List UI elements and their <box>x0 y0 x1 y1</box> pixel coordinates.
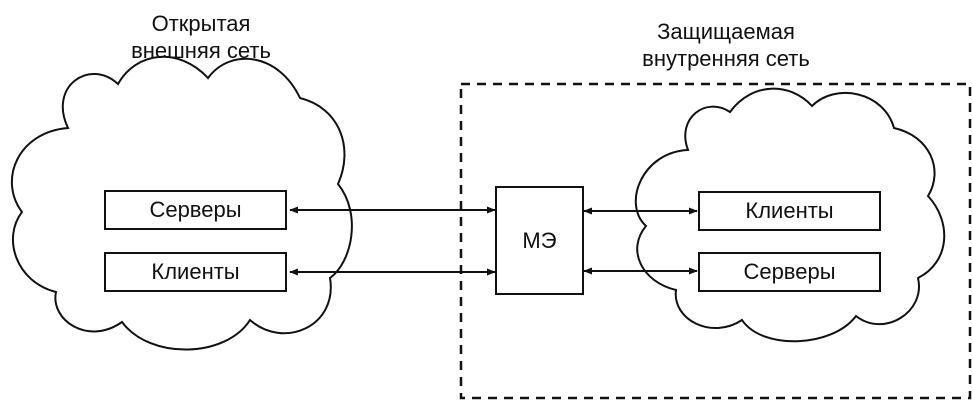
firewall-box: МЭ <box>495 186 584 295</box>
external-network-title-line2: внешняя сеть <box>131 38 271 63</box>
external-network-title-line1: Открытая <box>151 11 251 36</box>
internal-network-title-line2: внутренняя сеть <box>642 46 810 71</box>
external-clients-box: Клиенты <box>104 252 287 292</box>
internal-clients-box: Клиенты <box>698 191 881 231</box>
external-network-cloud <box>11 55 353 351</box>
internal-servers-box: Серверы <box>698 252 881 292</box>
internal-network-title: Защищаемая внутренняя сеть <box>606 18 846 72</box>
internal-network-title-line1: Защищаемая <box>657 19 795 44</box>
external-network-title: Открытая внешняя сеть <box>96 10 306 64</box>
external-servers-box: Серверы <box>104 190 287 230</box>
protected-zone-boundary <box>459 82 972 400</box>
